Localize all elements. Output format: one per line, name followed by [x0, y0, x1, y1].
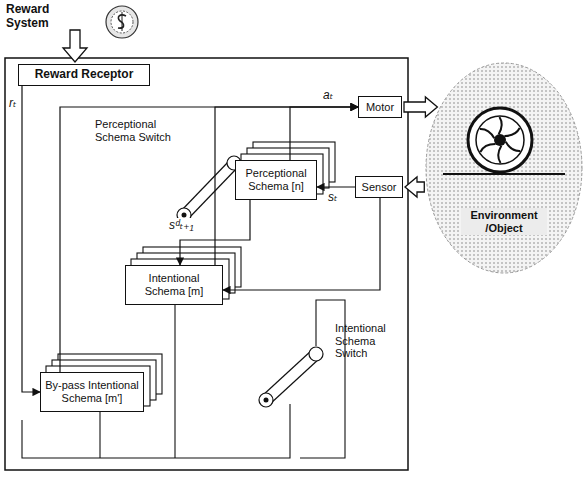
switch-label: Intentional Schema Switch	[335, 322, 407, 360]
signal-line	[223, 198, 380, 290]
environment-shape	[425, 62, 583, 274]
signal-name: rₜ	[8, 96, 18, 110]
signal-name: sᵈₜ₊₁	[168, 218, 194, 232]
schema-box: Intentional Schema [m]	[125, 265, 223, 305]
signal-name: sₜ	[327, 190, 339, 204]
schema-box: Perceptional Schema [n]	[235, 160, 317, 200]
schema-box: By-pass Intentional Schema [m']	[40, 372, 144, 412]
node-text: Motor	[366, 101, 394, 114]
signal-line	[317, 186, 355, 187]
wheel	[468, 108, 532, 172]
receptor-box: Reward Receptor	[18, 64, 150, 86]
motor-box: Motor	[358, 96, 402, 118]
wheel-spoke	[498, 146, 501, 163]
agent-boundary	[5, 58, 408, 470]
node-text: Sensor	[362, 181, 397, 194]
system-label: Reward System	[6, 3, 64, 31]
reward-arrow	[63, 30, 87, 62]
coin-icon	[106, 6, 138, 38]
wheel-spoke	[504, 128, 519, 136]
signal-line	[180, 200, 250, 265]
environment-outline	[426, 63, 582, 273]
wheel-rim	[476, 116, 524, 164]
signal-line	[22, 86, 40, 392]
node-text: Environment /Object	[461, 208, 547, 235]
wheel-spoke	[480, 129, 494, 138]
ground-line	[443, 173, 565, 175]
node-text: Perceptional Schema [n]	[240, 167, 312, 192]
switch-roller	[259, 347, 323, 407]
sensor-box: Sensor	[355, 176, 403, 198]
flow-arrow	[404, 97, 437, 117]
signal-name: aₜ	[322, 88, 334, 102]
wheel-hub	[494, 134, 506, 146]
wheel-spoke	[499, 117, 502, 134]
signal-line	[60, 107, 358, 372]
signal-line	[290, 107, 358, 160]
flow-arrow	[405, 177, 424, 197]
environment-oval: Environment /Object	[425, 62, 583, 274]
node-text: Reward Receptor	[35, 68, 134, 82]
wheel-spoke	[480, 144, 495, 152]
node-text: Intentional Schema [m]	[130, 272, 218, 297]
signal-line	[215, 107, 358, 265]
node-text: By-pass Intentional Schema [m']	[45, 379, 139, 404]
switch-label: Perceptional Schema Switch	[95, 118, 175, 143]
switch-roller	[177, 156, 241, 222]
wheel-spoke	[506, 142, 520, 151]
signal-wire	[22, 300, 345, 458]
